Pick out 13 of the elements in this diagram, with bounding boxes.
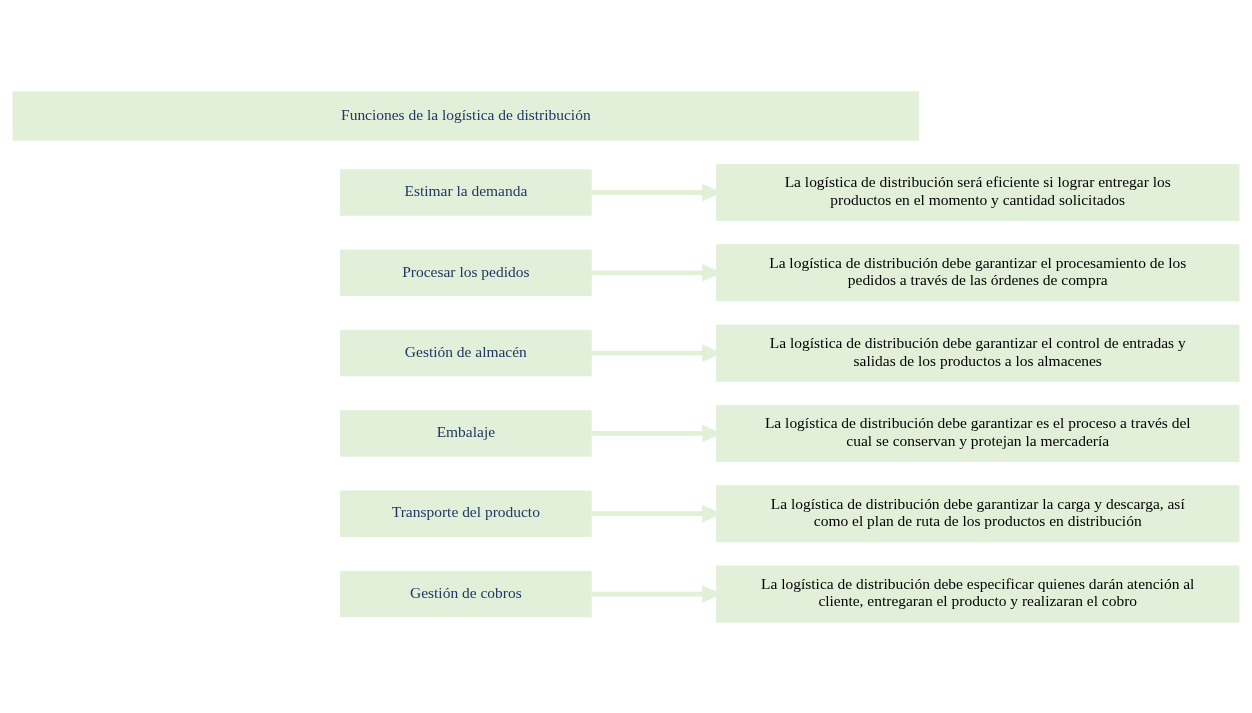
node-box: Funciones de la logística de distribución (12, 90, 920, 141)
node-box: La logística de distribución será eficiente si lograr entregar los productos en el momento y cantidad solicitados (716, 163, 1240, 221)
node-box: La logística de distribución debe garantizar la carga y descarga, así como el plan de ruta de los productos en distribución (716, 484, 1240, 542)
node-box: Gestión de cobros (340, 570, 592, 617)
node-box: La logística de distribución debe especificar quienes darán atención al cliente, entregaran el producto y realizaran el cobro (716, 565, 1240, 623)
node-box: Embalaje (340, 409, 592, 457)
node-box: La logística de distribución debe garantizar el procesamiento de los pedidos a través de las órdenes de compra (716, 243, 1240, 301)
node-box: Procesar los pedidos (340, 249, 592, 296)
node-box: Estimar la demanda (340, 168, 592, 216)
node-box: La logística de distribución debe garantizar es el proceso a través del cual se conservan y protejan la mercadería (716, 404, 1240, 462)
node-box: Gestión de almacén (340, 329, 592, 376)
node-box: Transporte del producto (340, 490, 592, 537)
node-box: La logística de distribución debe garantizar el control de entradas y salidas de los productos a los almacenes (716, 324, 1240, 382)
